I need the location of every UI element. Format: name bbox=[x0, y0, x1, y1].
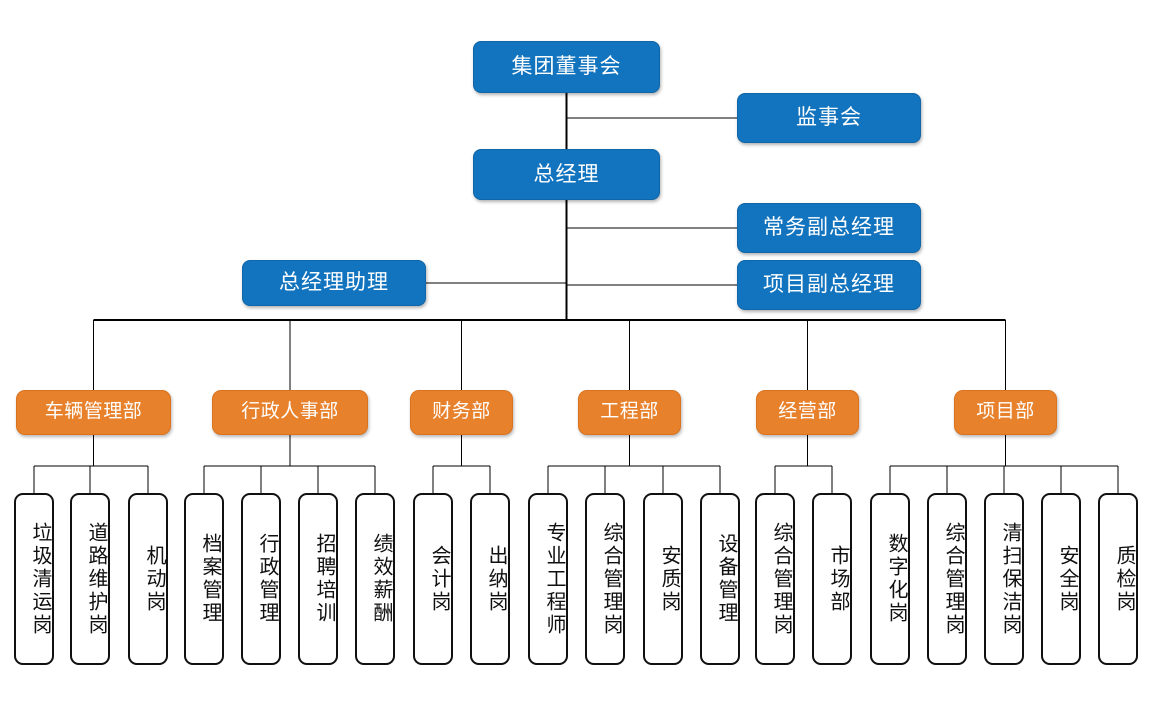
position-node-engineering-3-label: 设备管理 bbox=[715, 533, 739, 625]
exec-node-board[interactable]: 集团董事会 bbox=[473, 41, 660, 93]
department-node-vehicle-label: 车辆管理部 bbox=[44, 401, 143, 423]
exec-node-project_deputy_gm[interactable]: 项目副总经理 bbox=[737, 260, 921, 310]
position-node-project-0[interactable]: 数字化岗 bbox=[870, 493, 910, 665]
department-node-engineering[interactable]: 工程部 bbox=[578, 390, 681, 435]
position-node-vehicle-2[interactable]: 机动岗 bbox=[128, 493, 168, 665]
position-node-finance-1-label: 出纳岗 bbox=[485, 544, 509, 614]
position-node-operations-1-label: 市场部 bbox=[827, 544, 851, 614]
position-node-project-3[interactable]: 安全岗 bbox=[1041, 493, 1081, 665]
department-node-finance-label: 财务部 bbox=[432, 401, 491, 423]
exec-node-gm_assistant-label: 总经理助理 bbox=[279, 271, 389, 295]
exec-node-gm_assistant[interactable]: 总经理助理 bbox=[242, 260, 426, 306]
department-node-project[interactable]: 项目部 bbox=[954, 390, 1057, 435]
department-node-engineering-label: 工程部 bbox=[600, 401, 659, 423]
position-node-vehicle-0-label: 垃圾清运岗 bbox=[29, 521, 53, 637]
position-node-vehicle-1[interactable]: 道路维护岗 bbox=[70, 493, 110, 665]
exec-node-supervisory-label: 监事会 bbox=[796, 106, 862, 130]
position-node-engineering-1-label: 综合管理岗 bbox=[600, 521, 624, 637]
position-node-engineering-2[interactable]: 安质岗 bbox=[643, 493, 683, 665]
position-node-admin_hr-2[interactable]: 招聘培训 bbox=[298, 493, 338, 665]
department-node-admin_hr-label: 行政人事部 bbox=[241, 401, 339, 423]
department-node-operations[interactable]: 经营部 bbox=[756, 390, 859, 435]
department-node-operations-label: 经营部 bbox=[778, 401, 837, 423]
position-node-engineering-1[interactable]: 综合管理岗 bbox=[585, 493, 625, 665]
position-node-admin_hr-0[interactable]: 档案管理 bbox=[184, 493, 224, 665]
department-node-finance[interactable]: 财务部 bbox=[410, 390, 513, 435]
position-node-vehicle-0[interactable]: 垃圾清运岗 bbox=[14, 493, 54, 665]
exec-node-general_manager[interactable]: 总经理 bbox=[473, 149, 660, 200]
position-node-vehicle-1-label: 道路维护岗 bbox=[85, 521, 109, 637]
position-node-project-0-label: 数字化岗 bbox=[885, 533, 909, 625]
position-node-admin_hr-2-label: 招聘培训 bbox=[313, 533, 337, 625]
position-node-engineering-0[interactable]: 专业工程师 bbox=[528, 493, 568, 665]
position-node-finance-0[interactable]: 会计岗 bbox=[413, 493, 453, 665]
position-node-admin_hr-1-label: 行政管理 bbox=[256, 533, 280, 625]
position-node-project-1-label: 综合管理岗 bbox=[942, 521, 966, 637]
exec-node-supervisory[interactable]: 监事会 bbox=[737, 93, 921, 143]
position-node-vehicle-2-label: 机动岗 bbox=[143, 544, 167, 614]
department-node-vehicle[interactable]: 车辆管理部 bbox=[16, 390, 171, 435]
position-node-project-3-label: 安全岗 bbox=[1056, 544, 1080, 614]
position-node-project-1[interactable]: 综合管理岗 bbox=[927, 493, 967, 665]
position-node-finance-1[interactable]: 出纳岗 bbox=[470, 493, 510, 665]
position-node-engineering-0-label: 专业工程师 bbox=[543, 521, 567, 637]
position-node-admin_hr-1[interactable]: 行政管理 bbox=[241, 493, 281, 665]
position-node-project-4-label: 质检岗 bbox=[1113, 544, 1137, 614]
position-node-project-2[interactable]: 清扫保洁岗 bbox=[984, 493, 1024, 665]
position-node-finance-0-label: 会计岗 bbox=[428, 544, 452, 614]
position-node-admin_hr-3-label: 绩效薪酬 bbox=[370, 533, 394, 625]
position-node-admin_hr-3[interactable]: 绩效薪酬 bbox=[355, 493, 395, 665]
position-node-engineering-3[interactable]: 设备管理 bbox=[700, 493, 740, 665]
position-node-admin_hr-0-label: 档案管理 bbox=[199, 533, 223, 625]
exec-node-board-label: 集团董事会 bbox=[511, 55, 622, 79]
position-node-project-4[interactable]: 质检岗 bbox=[1098, 493, 1138, 665]
position-node-operations-1[interactable]: 市场部 bbox=[812, 493, 852, 665]
position-node-operations-0-label: 综合管理岗 bbox=[770, 521, 794, 637]
exec-node-exec_deputy_gm[interactable]: 常务副总经理 bbox=[737, 203, 921, 253]
department-node-admin_hr[interactable]: 行政人事部 bbox=[212, 390, 368, 435]
exec-node-general_manager-label: 总经理 bbox=[533, 162, 600, 186]
position-node-project-2-label: 清扫保洁岗 bbox=[999, 521, 1023, 637]
position-node-engineering-2-label: 安质岗 bbox=[658, 544, 682, 614]
exec-node-exec_deputy_gm-label: 常务副总经理 bbox=[763, 216, 895, 240]
department-node-project-label: 项目部 bbox=[976, 401, 1035, 423]
exec-node-project_deputy_gm-label: 项目副总经理 bbox=[763, 273, 895, 297]
position-node-operations-0[interactable]: 综合管理岗 bbox=[755, 493, 795, 665]
